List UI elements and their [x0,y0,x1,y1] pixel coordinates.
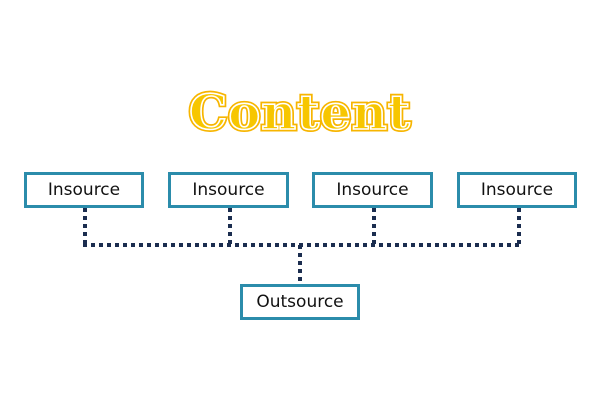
insource-label: Insource [47,180,121,200]
connector-lines [83,208,521,284]
diagram-title-halo: Content [189,85,411,141]
insource-box-2: Insource [168,172,289,208]
outsource-label: Outsource [256,292,344,312]
insource-box-4: Insource [457,172,577,208]
insource-label: Insource [192,180,265,200]
insource-box-1: Insource [24,172,144,208]
outsource-box: Outsource [240,284,360,320]
diagram-title: Content [189,85,411,141]
insource-label: Insource [336,180,409,200]
insource-label: Insource [480,180,554,200]
insource-box-3: Insource [312,172,433,208]
